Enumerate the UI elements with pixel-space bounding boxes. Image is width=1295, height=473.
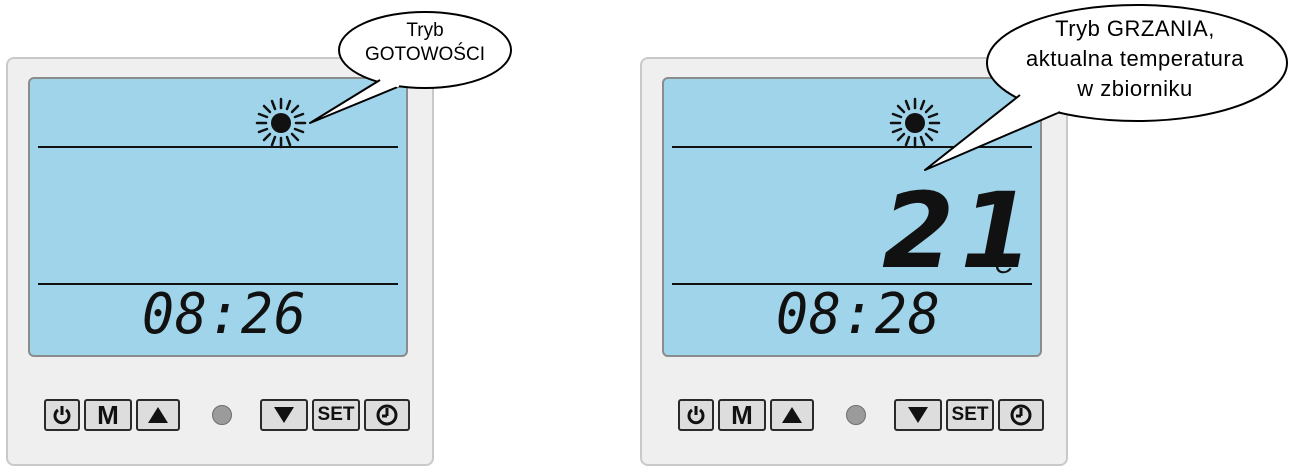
thermostat-panel-standby: 08:26 M SET	[6, 57, 434, 466]
button-row: M SET	[8, 399, 432, 433]
callout-line: Tryb GRZANIA,	[1055, 16, 1215, 41]
triangle-up-icon	[148, 407, 168, 423]
triangle-up-icon	[782, 407, 802, 423]
set-button[interactable]: SET	[946, 399, 994, 431]
callout-line: GOTOWOŚCI	[365, 44, 485, 65]
callout-line: aktualna temperatura	[1026, 46, 1244, 71]
button-row: M SET	[642, 399, 1066, 433]
power-button[interactable]	[678, 399, 714, 431]
set-button[interactable]: SET	[312, 399, 360, 431]
lcd-display: 21 °C 08:28	[662, 77, 1042, 357]
callout-bubble-heating	[924, 4, 1288, 171]
sun-icon	[889, 97, 941, 149]
power-icon	[53, 406, 71, 425]
clock-icon	[376, 404, 398, 426]
clock-readout: 08:28	[776, 282, 941, 347]
callout-text-standby: Tryb GOTOWOŚCI	[340, 19, 510, 67]
callout-line: Tryb	[406, 20, 444, 41]
lcd-divider-top	[672, 146, 1032, 148]
callout-bubble-standby	[309, 11, 512, 124]
temperature-readout: 21	[882, 170, 1039, 292]
lcd-divider-bottom	[38, 283, 398, 285]
power-button[interactable]	[44, 399, 80, 431]
mode-button[interactable]: M	[84, 399, 132, 431]
sun-icon	[255, 97, 307, 149]
down-button[interactable]	[260, 399, 308, 431]
power-icon	[687, 406, 705, 425]
callout-line: w zbiorniku	[1077, 76, 1193, 101]
triangle-down-icon	[274, 407, 294, 423]
lcd-display: 08:26	[28, 77, 408, 357]
temperature-unit: °C	[984, 249, 1014, 279]
clock-button[interactable]	[998, 399, 1044, 431]
status-led	[846, 405, 866, 425]
status-led	[212, 405, 232, 425]
up-button[interactable]	[136, 399, 180, 431]
down-button[interactable]	[894, 399, 942, 431]
clock-readout: 08:26	[142, 282, 307, 347]
mode-button[interactable]: M	[718, 399, 766, 431]
callout-text-heating: Tryb GRZANIA, aktualna temperatura w zbi…	[975, 14, 1295, 104]
triangle-down-icon	[908, 407, 928, 423]
clock-icon	[1010, 404, 1032, 426]
lcd-divider-bottom	[672, 283, 1032, 285]
lcd-divider-top	[38, 146, 398, 148]
clock-button[interactable]	[364, 399, 410, 431]
up-button[interactable]	[770, 399, 814, 431]
